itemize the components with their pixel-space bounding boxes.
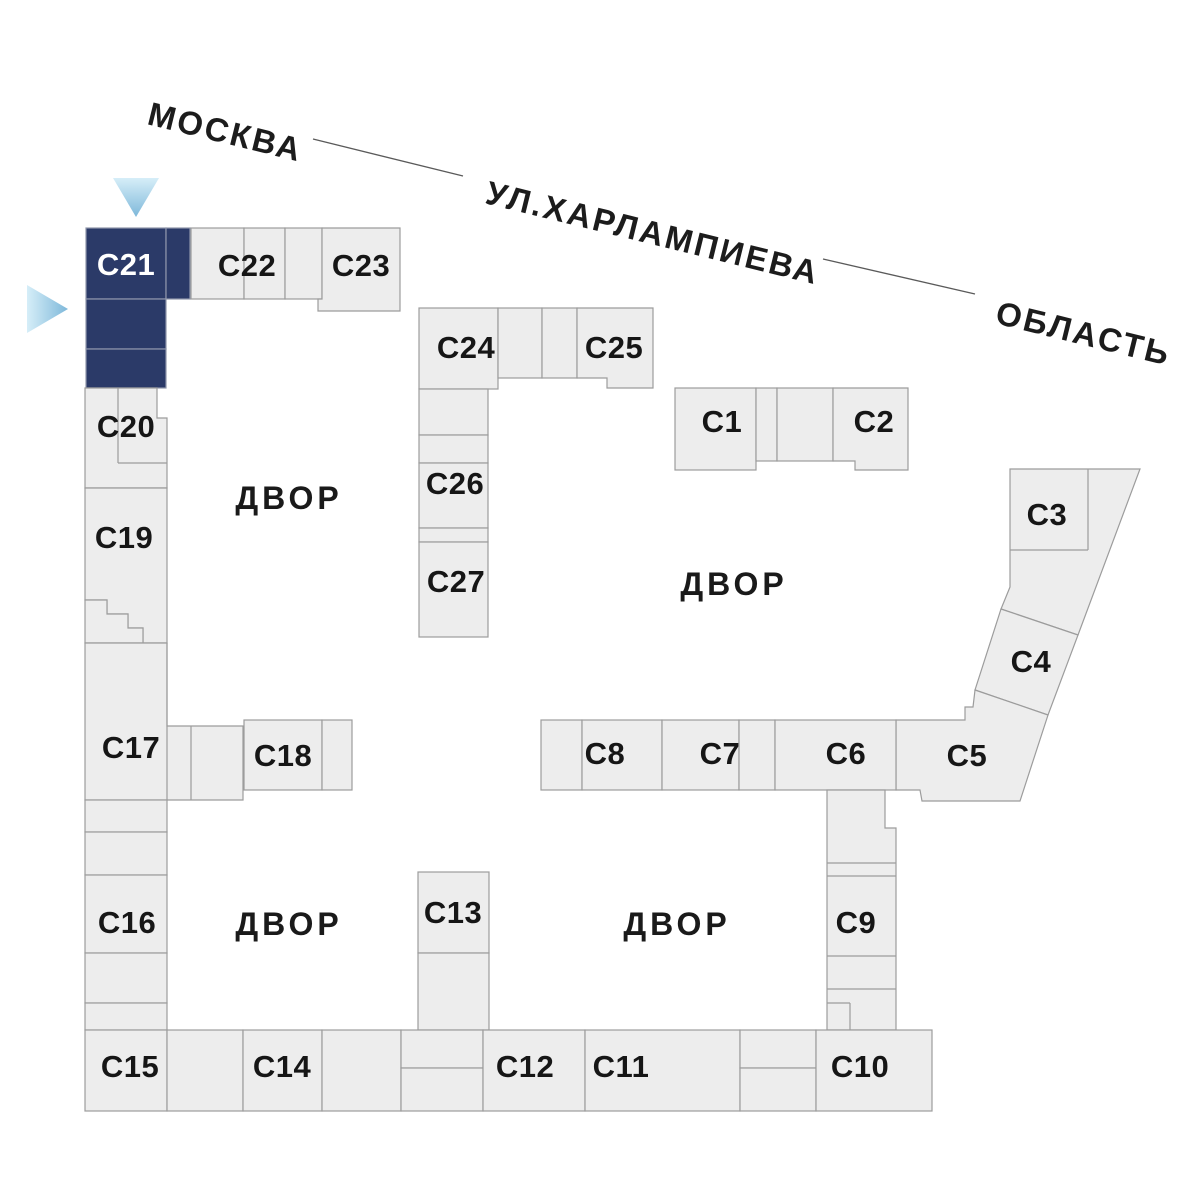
building-c1[interactable] [674,387,757,471]
building-section [541,307,578,379]
building-section [84,952,168,1004]
courtyard-labels: ДВОР ДВОР ДВОР ДВОР [235,480,787,942]
right-arrow-marker-icon [27,285,68,333]
building-label-c2: C2 [854,404,895,439]
building-c6[interactable] [774,719,897,791]
building-c18[interactable] [243,719,353,791]
building-section [84,1002,168,1031]
building-section [755,387,778,462]
courtyard-label-4: ДВОР [623,906,730,942]
building-c26[interactable] [418,462,489,529]
building-c17[interactable] [84,642,244,801]
building-label-c20: C20 [97,409,155,444]
building-c13[interactable] [417,871,490,1031]
building-label-c11: C11 [593,1049,650,1084]
building-label-c9: C9 [836,905,877,940]
building-c27[interactable] [418,541,489,638]
building-label-c17: C17 [102,730,160,765]
street-line-right [822,258,976,295]
building-label-c21: C21 [97,247,155,282]
street-region-label: ОБЛАСТЬ [992,294,1175,373]
building-section [776,387,834,462]
building-labels: C21 C22 C23 C24 C25 C26 C27 C20 C19 C17 … [95,247,1068,1084]
building-label-c26: C26 [426,466,484,501]
building-c11[interactable] [584,1029,741,1112]
selected-building-markers [27,178,159,333]
building-section [418,434,489,464]
building-label-c4: C4 [1011,644,1052,679]
building-c15[interactable] [84,1029,168,1112]
building-label-c24: C24 [437,330,496,365]
building-section [540,719,583,791]
building-section [739,1029,817,1069]
building-c14[interactable] [242,1029,323,1112]
street-city-label: МОСКВА [144,95,306,169]
building-c10[interactable] [815,1029,933,1112]
building-section [497,307,543,379]
courtyard-label-3: ДВОР [235,906,342,942]
building-section [166,1029,244,1112]
building-section [739,1067,817,1112]
building-section [84,799,168,833]
building-label-c12: C12 [496,1049,554,1084]
building-label-c19: C19 [95,520,153,555]
building-label-c8: C8 [585,736,626,771]
building-section [284,227,323,300]
building-c22[interactable] [190,227,286,300]
building-section [418,388,489,436]
building-c23[interactable] [317,227,401,312]
building-section [400,1067,484,1112]
building-section [84,831,168,876]
courtyard-label-2: ДВОР [680,566,787,602]
building-label-c18: C18 [254,738,312,773]
building-c21[interactable] [85,227,191,389]
building-section [418,527,489,543]
building-label-c22: C22 [218,248,276,283]
down-arrow-marker-icon [113,178,159,217]
building-label-c13: C13 [424,895,482,930]
building-label-c5: C5 [947,738,988,773]
building-label-c27: C27 [427,564,485,599]
building-label-c15: C15 [101,1049,159,1084]
building-c8[interactable] [581,719,663,791]
building-label-c6: C6 [826,736,867,771]
courtyard-label-1: ДВОР [235,480,342,516]
building-section [321,1029,402,1112]
building-c3[interactable] [1000,468,1141,636]
street-line-left [312,138,464,177]
building-label-c16: C16 [98,905,156,940]
building-c12[interactable] [482,1029,586,1112]
building-c7[interactable] [661,719,740,791]
building-c16[interactable] [84,874,168,954]
building-label-c14: C14 [253,1049,312,1084]
street-name-label: УЛ.ХАРЛАМПИЕВА [482,174,823,292]
building-c25[interactable] [576,307,654,389]
building-label-c1: C1 [702,404,743,439]
building-label-c7: C7 [700,736,741,771]
building-label-c25: C25 [585,330,643,365]
building-label-c10: C10 [831,1049,889,1084]
building-section [400,1029,484,1069]
building-c2[interactable] [832,387,909,471]
building-section [738,719,776,791]
building-label-c3: C3 [1027,497,1068,532]
building-label-c23: C23 [332,248,390,283]
